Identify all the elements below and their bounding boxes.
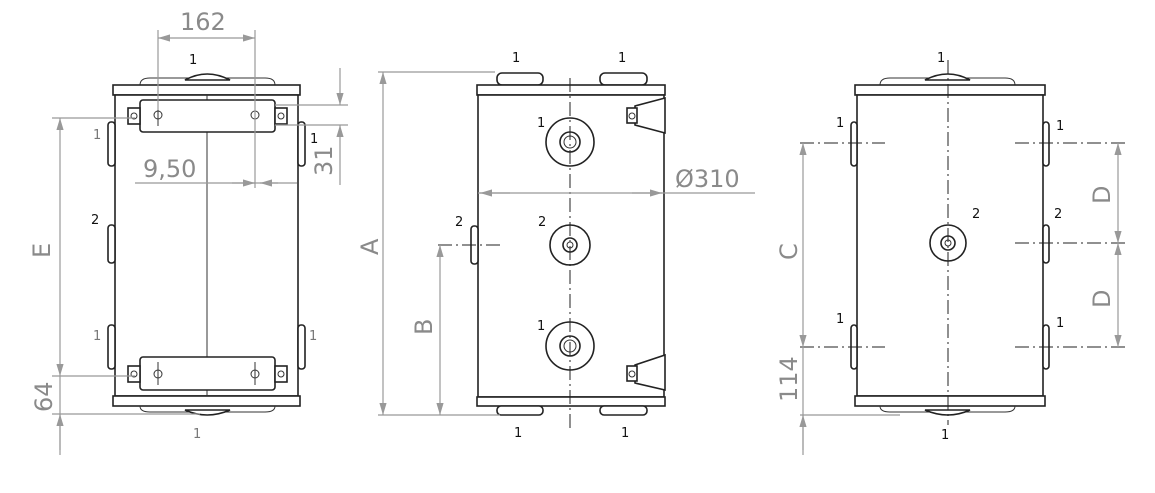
- connection-label: 2: [538, 215, 546, 230]
- top-cap: [854, 84, 1046, 96]
- connection-label: 1: [512, 51, 520, 66]
- connection-label: 1: [941, 428, 949, 443]
- connection-label: 1: [621, 426, 629, 441]
- bottom-cap: [112, 395, 301, 407]
- connection-label: 1: [618, 51, 626, 66]
- dim-A: A: [356, 238, 384, 255]
- top-bracket: [127, 99, 288, 133]
- connection-label: 1: [836, 312, 844, 327]
- connection-label: 1: [836, 116, 844, 131]
- connection-label: 1: [1056, 316, 1064, 331]
- wall-hook: [626, 353, 666, 392]
- side-view: C 114 D D 1 1 1 2 2 1 1 1: [775, 51, 1125, 455]
- connection-label: 1: [937, 51, 945, 66]
- connection-label: 1: [310, 132, 318, 147]
- connection-label: 1: [514, 426, 522, 441]
- dim-D-lower: D: [1088, 290, 1116, 308]
- connection-label: 1: [537, 116, 545, 131]
- dim-9-50: 9,50: [143, 155, 196, 183]
- dim-31: 31: [310, 145, 338, 176]
- dim-diameter-310: Ø310: [675, 165, 740, 193]
- rear-view: 162 9,50 31 E 64 1 1 1 2 1 1 1: [28, 8, 348, 455]
- dim-B: B: [410, 319, 438, 335]
- connection-label: 2: [972, 207, 980, 222]
- connection-label: 2: [1054, 207, 1062, 222]
- bottom-cap: [476, 396, 666, 407]
- port-center: [929, 224, 967, 262]
- connection-label: 1: [1056, 119, 1064, 134]
- connection-label: 1: [93, 128, 101, 143]
- dim-C: C: [775, 243, 803, 260]
- port-mid: [549, 224, 591, 266]
- connection-label: 1: [189, 53, 197, 68]
- dim-D-upper: D: [1088, 186, 1116, 204]
- connection-label: 1: [93, 329, 101, 344]
- wall-hook: [626, 96, 666, 135]
- port-upper: [545, 117, 595, 167]
- dim-E: E: [28, 243, 56, 258]
- dim-64: 64: [30, 381, 58, 412]
- connection-label: 1: [309, 329, 317, 344]
- dim-162: 162: [180, 8, 226, 36]
- connection-label: 1: [537, 319, 545, 334]
- top-cap: [112, 84, 301, 96]
- bottom-cap: [854, 395, 1046, 407]
- dim-114: 114: [775, 356, 803, 402]
- top-cap: [476, 84, 666, 96]
- connection-label: 2: [455, 215, 463, 230]
- connection-label: 2: [91, 213, 99, 228]
- connection-label: 1: [193, 427, 201, 442]
- front-view: Ø310 A B 1 1 1 2 2 1 1 1: [356, 51, 755, 441]
- bottom-bracket: [127, 356, 288, 391]
